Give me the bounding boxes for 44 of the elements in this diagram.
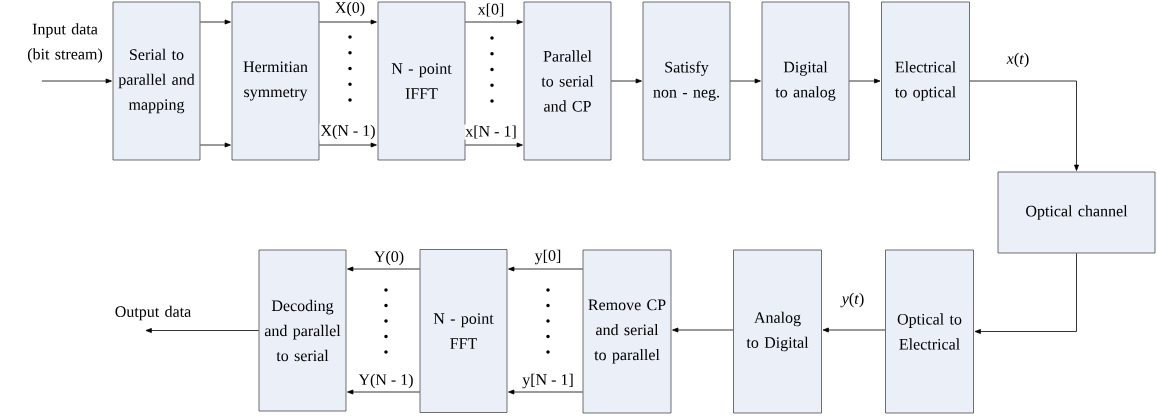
edge-label: x(t) — [1005, 51, 1031, 69]
arrow — [610, 78, 642, 84]
process-box: Optical channel — [997, 171, 1156, 254]
edge-label: y[N - 1] — [521, 372, 575, 390]
edge-label: X(N - 1) — [319, 123, 377, 141]
arrow — [969, 80, 1079, 171]
process-box: Serial to parallel and mapping — [112, 1, 201, 161]
edge-label: x[N - 1] — [464, 124, 518, 140]
io-label: Input data (bit stream) — [27, 23, 103, 63]
arrow — [347, 266, 421, 272]
process-box: Parallel to serial and CP — [523, 1, 612, 161]
edge-label: y(t) — [840, 291, 866, 309]
process-box: Electrical to optical — [881, 1, 970, 161]
edge-label: x[0] — [476, 2, 506, 18]
arrow — [974, 252, 1077, 334]
process-box: Digital to analog — [761, 1, 850, 161]
edge-label: Y(0) — [372, 249, 406, 267]
arrow — [508, 266, 584, 272]
arrow — [729, 78, 761, 84]
edge-label: X(0) — [333, 0, 367, 18]
arrow — [822, 327, 886, 333]
process-box: Optical to Electrical — [885, 249, 974, 414]
process-box: Decoding and parallel to serial — [258, 249, 347, 412]
process-box: Satisfy non - neg. — [642, 1, 731, 161]
arrow — [464, 19, 523, 25]
io-label: Output data — [115, 305, 191, 321]
arrow — [347, 389, 421, 395]
arrow — [199, 19, 231, 25]
arrow — [145, 328, 260, 333]
process-box: Hermitian symmetry — [231, 1, 320, 161]
arrow — [848, 78, 881, 84]
arrow — [318, 19, 377, 25]
arrow — [672, 327, 734, 333]
arrow — [508, 389, 584, 395]
edge-label: Y(N - 1) — [357, 372, 415, 390]
process-box: Analog to Digital — [733, 249, 822, 414]
edge-label: y[0] — [533, 248, 563, 266]
process-box: N - point FFT — [419, 249, 508, 413]
process-box: Remove CP and serial to parallel — [582, 249, 672, 414]
arrow — [41, 78, 112, 84]
arrow — [318, 142, 377, 148]
arrow — [464, 142, 523, 148]
arrow — [199, 142, 231, 148]
process-box: N - point IFFT — [377, 1, 466, 161]
